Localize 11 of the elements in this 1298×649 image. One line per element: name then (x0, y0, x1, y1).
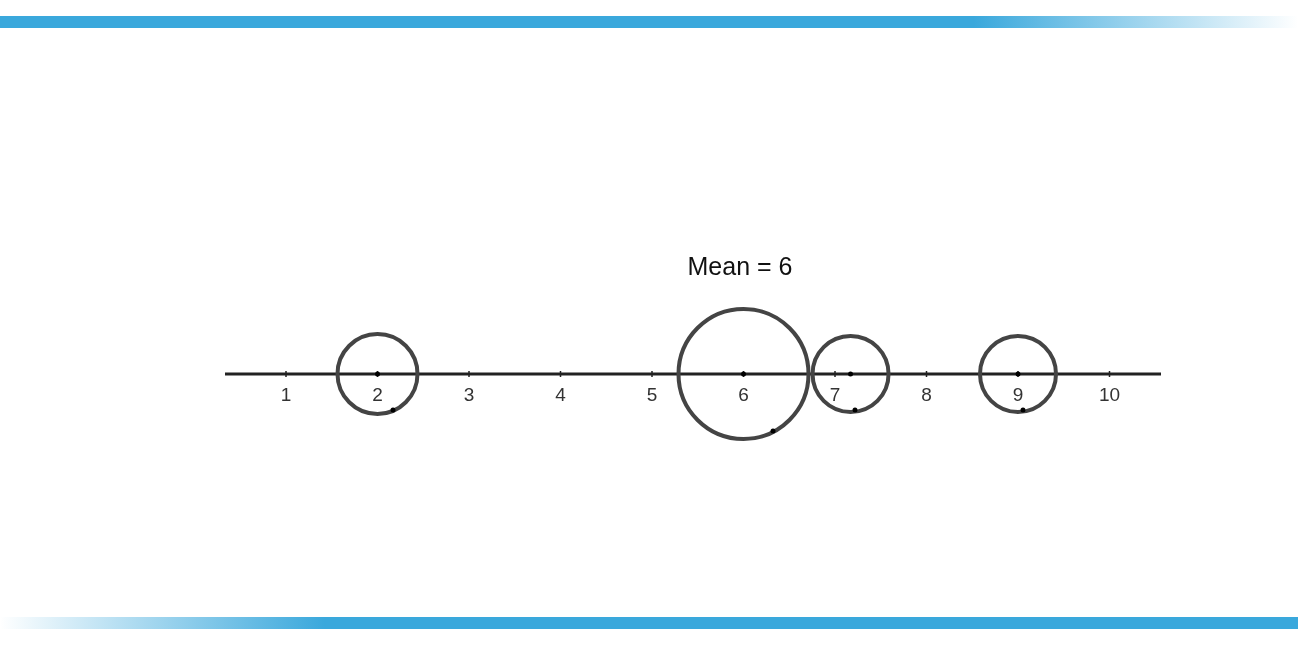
tick-label: 4 (555, 384, 566, 406)
tick-label: 3 (463, 384, 475, 406)
tick-label: 2 (372, 384, 383, 406)
mean-label: Mean = 6 (687, 251, 793, 281)
tick-label: 8 (921, 384, 932, 406)
tick-label: 6 (738, 384, 749, 406)
tick-label: 10 (1098, 384, 1121, 406)
tick-label: 9 (1012, 384, 1024, 406)
tick-label: 5 (646, 384, 658, 406)
tick-label: 7 (829, 384, 841, 406)
tick-label: 1 (280, 384, 292, 406)
